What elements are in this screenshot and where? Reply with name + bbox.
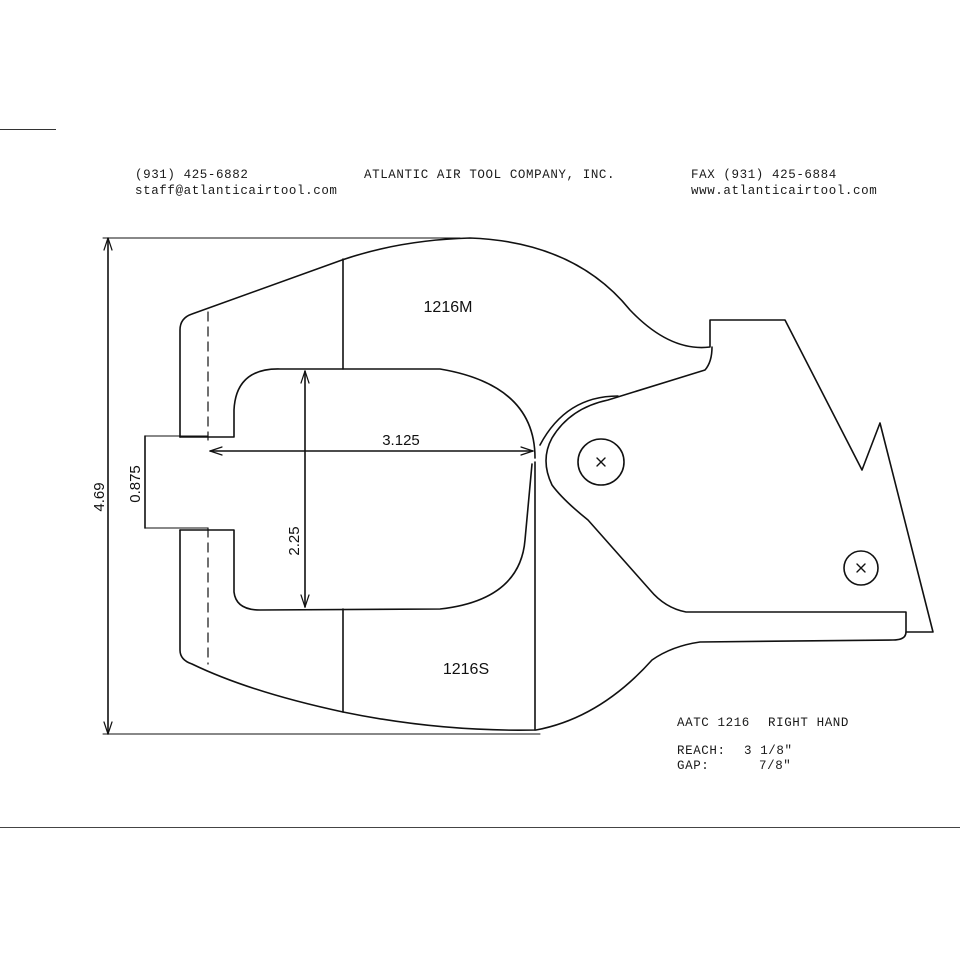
- dim-overall-height: [102, 237, 541, 735]
- dim-reach-label: 3.125: [382, 432, 420, 449]
- pivot-hole-lower: [843, 550, 879, 586]
- hand-label: RIGHT HAND: [768, 716, 850, 730]
- dim-gap-label: 0.875: [127, 465, 144, 503]
- dim-throat-label: 2.25: [286, 526, 303, 555]
- lower-jaw-1216S: [179, 395, 907, 731]
- gap-value: 7/8": [759, 759, 792, 773]
- dim-reach: [209, 446, 534, 456]
- dim-throat: [300, 370, 310, 608]
- company-phone: (931) 425-6882: [135, 168, 249, 182]
- upper-part-label: 1216M: [424, 299, 473, 316]
- company-fax: FAX (931) 425-6884: [691, 168, 837, 182]
- pivot-hole-upper: [577, 438, 625, 486]
- company-email[interactable]: staff@atlanticairtool.com: [135, 184, 338, 198]
- reach-label: REACH:: [677, 744, 726, 758]
- dim-gap: [144, 435, 209, 529]
- company-name: ATLANTIC AIR TOOL COMPANY, INC.: [364, 168, 616, 182]
- gap-label: GAP:: [677, 759, 710, 773]
- model-label: AATC 1216: [677, 716, 750, 730]
- company-website[interactable]: www.atlanticairtool.com: [691, 184, 878, 198]
- scan-edge-mark: [0, 129, 56, 130]
- lower-part-label: 1216S: [443, 661, 489, 678]
- dim-overall-height-label: 4.69: [91, 482, 108, 511]
- upper-jaw-1216M: [179, 237, 934, 633]
- reach-value: 3 1/8": [744, 744, 793, 758]
- scan-rule-bottom: [0, 827, 960, 828]
